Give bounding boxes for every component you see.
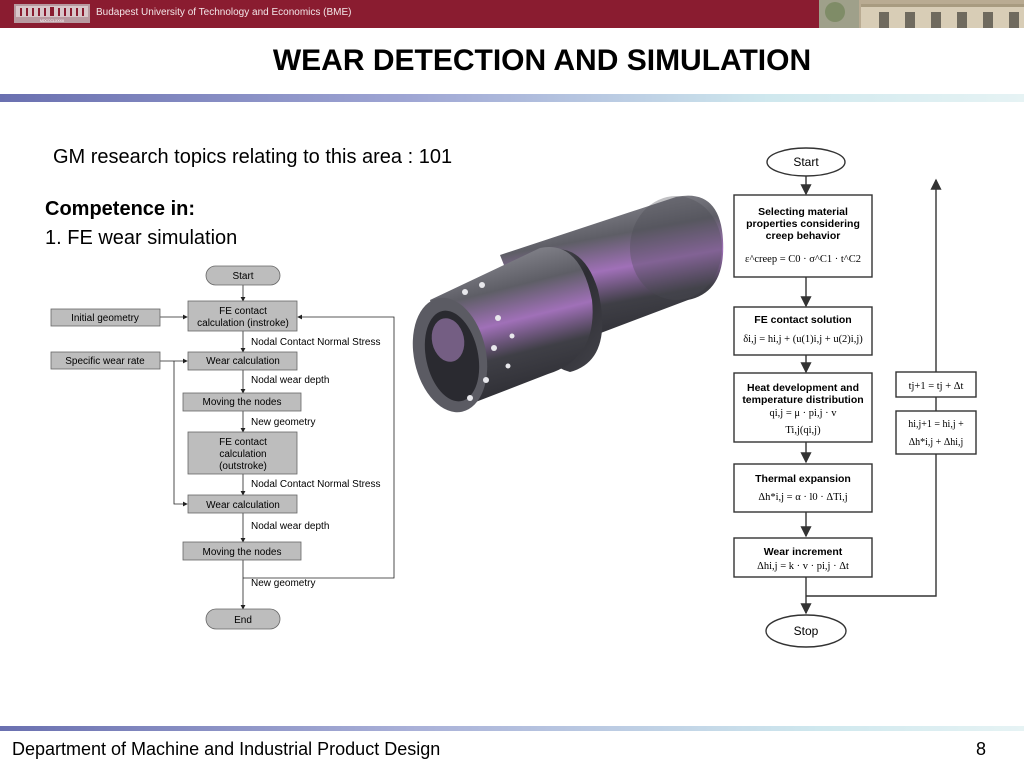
specific-wear-rate-box [50,351,161,370]
wear-depth-label-2: Nodal wear depth [251,521,329,532]
fe-contact-outstroke-line3: (outstroke) [219,461,267,472]
right-stop-label: Stop [794,624,819,638]
heat-line2: temperature distribution [742,394,863,406]
height-update-box [895,410,977,455]
material-line3: creep behavior [766,230,841,242]
page-number: 8 [976,739,987,759]
wear-calculation-label-1: Wear calculation [206,356,280,367]
building-photo [819,0,1024,28]
flow-connectors [160,285,395,610]
moving-nodes-label-1: Moving the nodes [203,397,282,408]
wear-calculation-label-2: Wear calculation [206,500,280,511]
right-start-terminal [766,147,846,177]
new-geometry-label-2: New geometry [251,578,315,589]
fe-contact-instroke-line1: FE contact [219,306,267,317]
fe-contact-outstroke-line2: calculation [219,449,266,460]
normal-stress-label-1: Nodal Contact Normal Stress [251,337,381,348]
initial-geometry-box [50,308,161,327]
moving-nodes-box-1 [182,392,302,412]
material-selection-box [733,194,873,278]
competence-heading: Competence in: [45,198,196,220]
title-divider [0,94,1024,102]
fe-contact-instroke-line2: calculation (instroke) [197,318,289,329]
cylinder-liner-image [412,195,724,413]
fe-contact-equation: δi,j = hi,j + (u(1)i,j + u(2)i,j) [743,334,863,345]
slide-title: WEAR DETECTION AND SIMULATION [272,44,812,77]
fe-contact-outstroke-line1: FE contact [219,437,267,448]
left-start-terminal [205,265,281,286]
wear-depth-label-1: Nodal wear depth [251,375,329,386]
logo-text: MDCCCLXXXII [40,19,64,23]
left-end-terminal [205,608,281,630]
university-name: Budapest University of Technology and Ec… [96,7,352,18]
normal-stress-label-2: Nodal Contact Normal Stress [251,479,381,490]
right-start-label: Start [793,155,819,169]
heat-equation-2: Ti,j(qi,j) [785,425,821,436]
height-update-line2: Δh*i,j + Δhi,j [909,437,964,448]
research-topics-text: GM research topics relating to this area… [53,146,453,168]
specific-wear-rate-label: Specific wear rate [65,356,145,367]
heat-equation-1: qi,j = μ · pi,j · v [770,408,838,419]
time-step-box [895,371,977,398]
initial-geometry-label: Initial geometry [71,313,139,324]
height-update-line1: hi,j+1 = hi,j + [908,419,964,430]
footer-divider [0,726,1024,731]
left-end-label: End [234,615,252,626]
wear-increment-equation: Δhi,j = k · v · pi,j · Δt [757,561,849,572]
thermal-equation: Δh*i,j = α · l0 · ΔTi,j [758,492,847,503]
new-geometry-label-1: New geometry [251,417,315,428]
fe-contact-solution-box [733,306,873,356]
thermal-wear-flowchart: Start Selecting material properties cons… [733,147,977,648]
header-bar: MDCCCLXXXII Budapest University of Techn… [0,0,1024,28]
right-stop-terminal [765,614,847,648]
wear-calculation-box-1 [187,351,298,371]
material-line2: properties considering [746,218,860,230]
fe-contact-solution-label: FE contact solution [754,314,851,326]
thermal-expansion-box [733,463,873,513]
wear-calculation-box-2 [187,494,298,514]
department-name: Department of Machine and Industrial Pro… [12,739,441,759]
left-start-label: Start [232,271,253,282]
thermal-expansion-label: Thermal expansion [755,473,851,485]
moving-nodes-box-2 [182,541,302,561]
material-line1: Selecting material [758,206,848,218]
competence-item: 1. FE wear simulation [45,227,238,249]
heat-line1: Heat development and [747,382,859,394]
heat-development-box [733,372,873,443]
wear-increment-label: Wear increment [764,546,843,558]
fe-contact-instroke-box [187,300,298,332]
creep-equation: ε^creep = C0 · σ^C1 · t^C2 [745,254,861,265]
time-step-equation: tj+1 = tj + Δt [909,381,964,392]
moving-nodes-label-2: Moving the nodes [203,547,282,558]
fe-contact-outstroke-box [187,431,298,475]
university-logo: MDCCCLXXXII [14,4,90,23]
wear-increment-box [733,537,873,578]
